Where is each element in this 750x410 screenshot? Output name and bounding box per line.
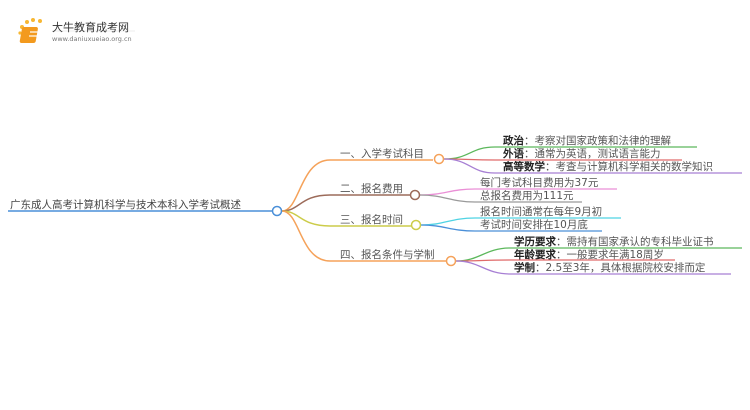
leaf-study-length[interactable]: 学制：2.5至3年，具体根据院校安排而定 [514,262,705,274]
leaf-age-requirement[interactable]: 年龄要求：一般要求年满18周岁 [514,249,664,261]
leaf-text: 2.5至3年，具体根据院校安排而定 [545,262,706,274]
leaf-sep: ： [535,262,546,274]
leaf-key: 高等数学 [503,161,545,173]
leaf-foreign-language[interactable]: 外语：通常为英语，测试语言能力 [503,148,661,160]
root-node[interactable]: 广东成人高考计算机科学与技术本科入学考试概述 [10,199,241,211]
leaf-key: 年龄要求 [514,249,556,261]
leaf-exam-time[interactable]: 考试时间安排在10月底 [480,219,588,231]
leaf-sep: ： [556,236,567,248]
leaf-sep: ： [545,161,556,173]
leaf-education-requirement[interactable]: 学历要求：需持有国家承认的专科毕业证书 [514,236,714,248]
leaf-text: 通常为英语，测试语言能力 [534,148,661,160]
leaf-key: 学历要求 [514,236,556,248]
leaf-text: 需持有国家承认的专科毕业证书 [566,236,714,248]
leaf-fee-per-subject[interactable]: 每门考试科目费用为37元 [480,177,599,189]
leaf-sep: ： [556,249,567,261]
leaf-sep: ： [524,135,535,147]
logo-icon [18,18,42,43]
branch-4-toggle[interactable] [445,255,457,267]
leaf-key: 学制 [514,262,535,274]
branch-2-toggle[interactable] [409,189,421,201]
leaf-politics[interactable]: 政治：考察对国家政策和法律的理解 [503,135,671,147]
branch-1-label[interactable]: 一、入学考试科目 [340,148,424,160]
leaf-sep: ： [524,148,535,160]
root-node-toggle[interactable] [271,205,283,217]
leaf-fee-total[interactable]: 总报名费用为111元 [480,190,574,202]
leaf-text: 考查与计算机科学相关的数学知识 [555,161,714,173]
leaf-math[interactable]: 高等数学：考查与计算机科学相关的数学知识 [503,161,713,173]
branch-4-label[interactable]: 四、报名条件与学制 [340,249,435,261]
leaf-key: 外语 [503,148,524,160]
branch-1-toggle[interactable] [433,153,445,165]
branch-3-toggle[interactable] [410,219,422,231]
logo-url: www.daniuxueiao.org.cn [52,35,132,43]
leaf-key: 政治 [503,135,524,147]
branch-3-label[interactable]: 三、报名时间 [340,214,403,226]
leaf-text: 一般要求年满18周岁 [566,249,664,261]
leaf-registration-time[interactable]: 报名时间通常在每年9月初 [480,206,603,218]
branch-2-label[interactable]: 二、报名费用 [340,183,403,195]
leaf-text: 考察对国家政策和法律的理解 [534,135,672,147]
logo-title: 大牛教育成考网 [52,21,129,34]
